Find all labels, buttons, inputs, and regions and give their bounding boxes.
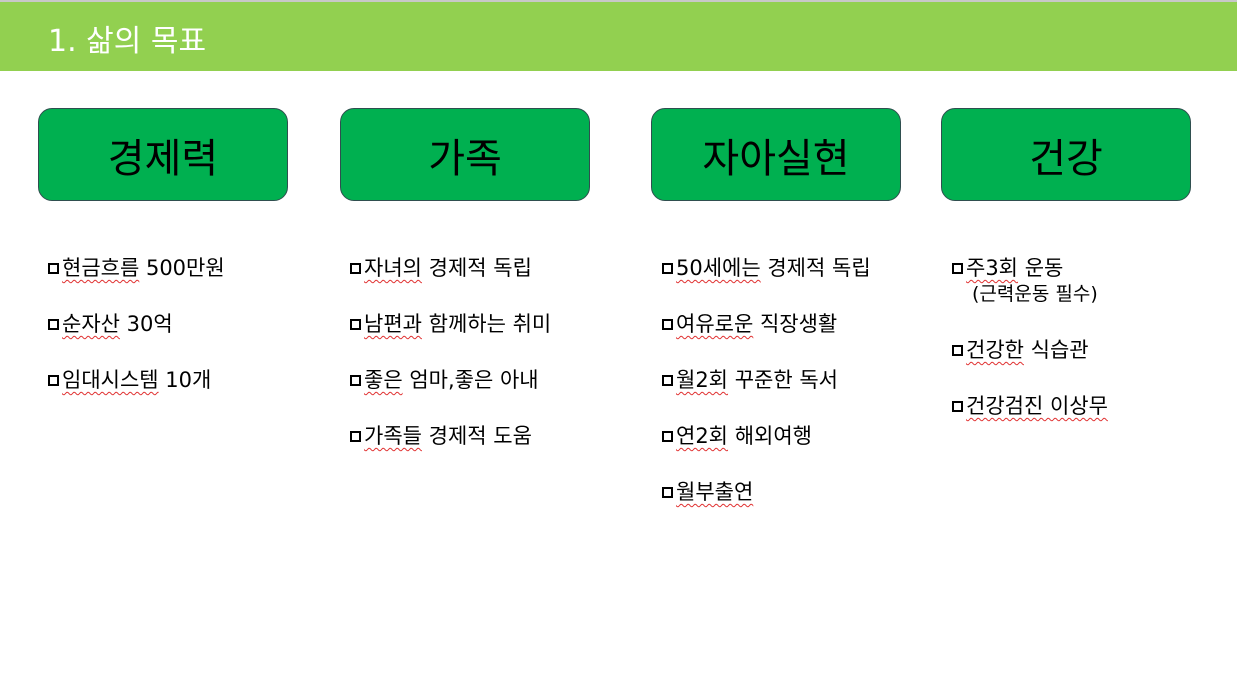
item-text: 30억: [119, 312, 173, 336]
economy-goal-list: 현금흐름 500만원 순자산 30억 임대시스템 10개: [48, 254, 225, 422]
square-bullet-icon: [48, 319, 59, 330]
item-text: 해외여행: [728, 424, 812, 448]
item-text: 좋은: [364, 368, 403, 392]
item-text: 연2회: [676, 424, 729, 448]
item-text: 경제적 도움: [421, 424, 532, 448]
self-realization-goal-list: 50세에는 경제적 독립 여유로운 직장생활 월2회 꾸준한 독서 연2회 해외…: [662, 254, 871, 534]
item-text: 경제적 독립: [760, 256, 871, 280]
list-item: 여유로운 직장생활: [662, 310, 871, 338]
item-text: 500만원: [139, 256, 225, 280]
category-box-economy: 경제력: [38, 108, 288, 201]
square-bullet-icon: [662, 375, 673, 386]
item-subtext: (근력운동 필수): [972, 283, 1098, 305]
square-bullet-icon: [48, 375, 59, 386]
item-text: 월2회: [676, 368, 729, 392]
item-text: 순자산: [62, 312, 120, 336]
item-text: 현금흐름: [62, 256, 140, 280]
category-box-family: 가족: [340, 108, 590, 201]
item-text: 주3회: [966, 256, 1019, 280]
item-text: 함께하는 취미: [421, 312, 552, 336]
list-item: 건강검진 이상무: [952, 392, 1108, 420]
item-text: 남편과: [364, 312, 422, 336]
slide-top-border: [0, 0, 1237, 2]
item-text: 가족들: [364, 424, 422, 448]
family-goal-list: 자녀의 경제적 독립 남편과 함께하는 취미 좋은 엄마,좋은 아내 가족들 경…: [350, 254, 551, 478]
item-text: 건강한: [966, 338, 1024, 362]
list-item: 가족들 경제적 도움: [350, 422, 551, 450]
slide-header-bar: 1. 삶의 목표: [0, 2, 1237, 71]
item-text: 운동: [1018, 256, 1064, 280]
item-text: 임대시스템: [62, 368, 159, 392]
category-box-self-realization: 자아실현: [651, 108, 901, 201]
list-item: 임대시스템 10개: [48, 366, 225, 394]
item-text: 50세에는: [676, 256, 761, 280]
square-bullet-icon: [662, 431, 673, 442]
square-bullet-icon: [350, 431, 361, 442]
list-item: 순자산 30억: [48, 310, 225, 338]
square-bullet-icon: [662, 319, 673, 330]
category-box-health: 건강: [941, 108, 1191, 201]
item-text: 식습관: [1023, 338, 1089, 362]
item-text: 월부출연: [676, 480, 754, 504]
item-text: 꾸준한 독서: [728, 368, 838, 392]
item-text: 엄마,좋은 아내: [402, 368, 539, 392]
list-item: 주3회 운동 (근력운동 필수): [952, 254, 1108, 308]
square-bullet-icon: [952, 345, 963, 356]
square-bullet-icon: [350, 375, 361, 386]
list-item: 현금흐름 500만원: [48, 254, 225, 282]
square-bullet-icon: [662, 487, 673, 498]
item-text: 직장생활: [753, 312, 838, 336]
item-text: 자녀의: [364, 256, 422, 280]
item-text: 건강검진 이상무: [966, 394, 1108, 418]
list-item: 자녀의 경제적 독립: [350, 254, 551, 282]
item-text: 여유로운: [676, 312, 754, 336]
item-text: 경제적 독립: [421, 256, 532, 280]
health-goal-list: 주3회 운동 (근력운동 필수) 건강한 식습관 건강검진 이상무: [952, 254, 1108, 448]
list-item: 월2회 꾸준한 독서: [662, 366, 871, 394]
square-bullet-icon: [48, 263, 59, 274]
list-item: 연2회 해외여행: [662, 422, 871, 450]
square-bullet-icon: [350, 319, 361, 330]
square-bullet-icon: [952, 401, 963, 412]
list-item: 좋은 엄마,좋은 아내: [350, 366, 551, 394]
list-item: 50세에는 경제적 독립: [662, 254, 871, 282]
list-item: 남편과 함께하는 취미: [350, 310, 551, 338]
slide-title: 1. 삶의 목표: [48, 24, 207, 59]
list-item: 건강한 식습관: [952, 336, 1108, 364]
list-item: 월부출연: [662, 478, 871, 506]
square-bullet-icon: [350, 263, 361, 274]
item-text: 10개: [158, 368, 212, 392]
square-bullet-icon: [952, 263, 963, 274]
square-bullet-icon: [662, 263, 673, 274]
